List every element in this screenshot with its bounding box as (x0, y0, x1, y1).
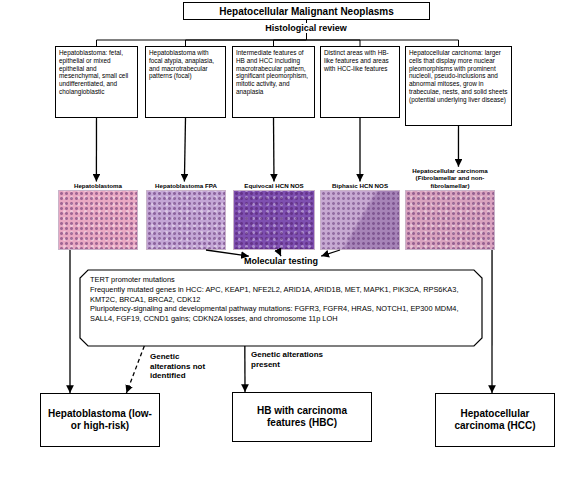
result-box: Hepatocellular carcinoma (HCC) (435, 393, 555, 447)
node-heading: Hepatoblastoma FPA (141, 182, 231, 189)
description-box: Intermediate features of HB and HCC incl… (232, 46, 315, 118)
node-heading: Hepatoblastoma (53, 182, 143, 189)
flow-arrow (184, 118, 185, 182)
flow-arrow (126, 346, 144, 393)
histology-image: Hepatoblastoma (58, 190, 138, 250)
description-box: Hepatoblastoma: fetal, epithelial or mix… (55, 46, 138, 118)
node-outline-shape (80, 270, 482, 346)
description-box: Hepatoblastoma with focal atypia, anapla… (145, 46, 226, 118)
flow-arrow (491, 250, 492, 393)
flow-arrow (321, 250, 340, 256)
title-box: Hepatocellular Malignant Neoplasms (183, 2, 430, 20)
node-text: Hepatoblastoma (low- or high-risk) (45, 408, 155, 433)
description-box: Distinct areas with HB-like features and… (320, 46, 400, 118)
molecular-testing-box: Molecular testingTERT promoter mutations… (80, 270, 482, 346)
histology-image: Biphasic HCN NOS (320, 190, 400, 250)
node-text: Intermediate features of HB and HCC incl… (236, 49, 311, 96)
node-text: Distinct areas with HB-like features and… (324, 49, 396, 72)
node-heading: Equivocal HCN NOS (228, 182, 320, 189)
flow-arrow (458, 126, 459, 167)
flow-arrow (69, 250, 70, 393)
flow-arrow (244, 346, 245, 392)
node-heading: Molecular testing (80, 256, 482, 268)
section-label: Histological review (255, 23, 357, 33)
edge-label: Genetic alterations present (251, 350, 337, 369)
node-heading: Hepatocellular carcinoma (Fibrolamellar … (400, 167, 500, 189)
node-text: Hepatocellular Malignant Neoplasms (219, 6, 394, 17)
flow-arrow (273, 118, 275, 182)
node-text: TERT promoter mutations (90, 275, 472, 285)
flow-arrow (359, 118, 360, 182)
result-box: HB with carcinoma features (HBC) (232, 392, 372, 442)
node-heading: Biphasic HCN NOS (315, 182, 405, 189)
histology-image: Equivocal HCN NOS (233, 190, 315, 250)
node-text: Hepatocellular carcinoma (HCC) (440, 408, 550, 433)
histology-image: Hepatocellular carcinoma (Fibrolamellar … (405, 190, 495, 250)
node-text: Hepatocellular carcinoma: larger cells t… (409, 49, 508, 104)
edge-label: Genetic alterations not identified (150, 352, 222, 381)
flow-arrow (278, 250, 281, 256)
node-text: Frequently mutated genes in HCC: APC, KE… (90, 285, 472, 305)
result-box: Hepatoblastoma (low- or high-risk) (40, 393, 160, 447)
histology-image: Hepatoblastoma FPA (146, 190, 226, 250)
node-text: HB with carcinoma features (HBC) (237, 405, 367, 430)
flow-arrow (96, 118, 97, 182)
node-text: Hepatoblastoma with focal atypia, anapla… (149, 49, 222, 80)
flow-arrow (206, 250, 249, 256)
node-text: Hepatoblastoma: fetal, epithelial or mix… (59, 49, 134, 96)
description-box: Hepatocellular carcinoma: larger cells t… (405, 46, 512, 126)
node-text: Pluripotency-signaling and developmental… (90, 304, 472, 324)
